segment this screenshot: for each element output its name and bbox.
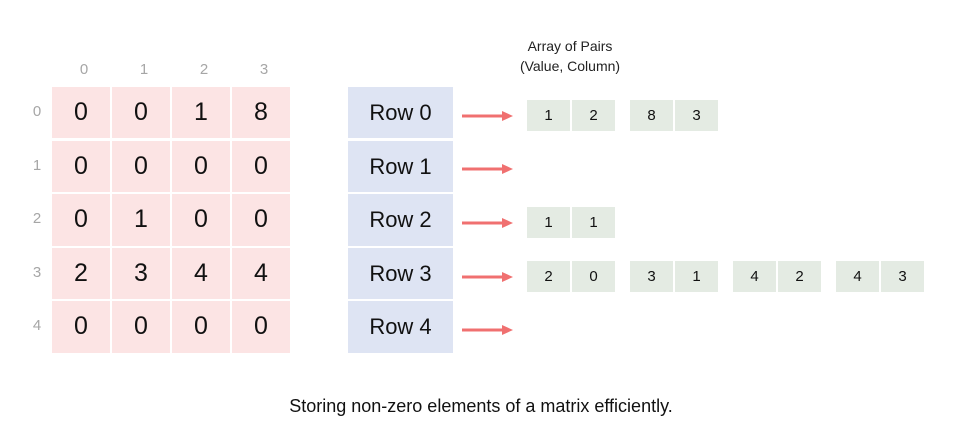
pair-value-cell: 3 <box>630 260 673 292</box>
column-index: 3 <box>259 61 269 78</box>
matrix-cell: 0 <box>172 194 230 246</box>
pair-value-cell: 4 <box>733 260 776 292</box>
title-line-1: Array of Pairs <box>527 38 613 54</box>
row-label: Row 2 <box>348 194 453 246</box>
row-label: Row 1 <box>348 140 453 192</box>
row-index: 2 <box>32 210 42 228</box>
pair-value-cell: 2 <box>527 260 570 292</box>
row-label: Row 3 <box>348 247 453 300</box>
matrix-cell: 1 <box>112 194 170 246</box>
caption: Storing non-zero elements of a matrix ef… <box>289 396 673 416</box>
matrix-cell: 3 <box>112 247 170 300</box>
matrix-cell: 0 <box>52 301 110 353</box>
pair-value-cell: 8 <box>630 99 673 131</box>
pair-column-cell: 3 <box>881 260 924 292</box>
arrow-icon <box>462 325 513 336</box>
matrix-cell: 0 <box>232 140 290 192</box>
matrix-cell: 0 <box>232 194 290 246</box>
arrow-icon <box>462 110 513 121</box>
arrow-icon <box>462 164 513 175</box>
matrix-cell: 0 <box>52 87 110 139</box>
matrix-cell: 0 <box>232 301 290 353</box>
matrix-cell: 4 <box>172 247 230 300</box>
matrix-cell: 8 <box>232 87 290 139</box>
column-index: 2 <box>199 61 209 78</box>
matrix-cell: 0 <box>172 301 230 353</box>
arrow-icon <box>462 217 513 228</box>
matrix-cell: 0 <box>52 140 110 192</box>
column-index: 0 <box>79 61 89 78</box>
matrix-cell: 0 <box>52 194 110 246</box>
matrix-cell: 1 <box>172 87 230 139</box>
matrix-cell: 0 <box>112 301 170 353</box>
pair-value-cell: 1 <box>527 206 570 238</box>
pair-column-cell: 1 <box>572 206 615 238</box>
row-index: 0 <box>32 103 42 120</box>
matrix-cell: 0 <box>172 140 230 192</box>
row-index: 3 <box>32 263 42 281</box>
pair-column-cell: 0 <box>572 260 615 292</box>
pair-value-cell: 1 <box>527 99 570 131</box>
title-line-2: (Value, Column) <box>519 58 621 74</box>
row-label: Row 4 <box>348 301 453 353</box>
pair-column-cell: 1 <box>675 260 718 292</box>
row-index: 4 <box>32 317 42 335</box>
pair-column-cell: 2 <box>778 260 821 292</box>
column-index: 1 <box>139 61 149 78</box>
row-index: 1 <box>32 156 42 174</box>
matrix-cell: 0 <box>112 140 170 192</box>
pair-value-cell: 4 <box>836 260 879 292</box>
row-label: Row 0 <box>348 87 453 139</box>
matrix-cell: 2 <box>52 247 110 300</box>
matrix-cell: 0 <box>112 87 170 139</box>
pair-column-cell: 3 <box>675 99 718 131</box>
matrix-cell: 4 <box>232 247 290 300</box>
array-of-pairs-title: Array of Pairs (Value, Column) <box>480 36 660 76</box>
arrow-icon <box>462 271 513 282</box>
pair-column-cell: 2 <box>572 99 615 131</box>
